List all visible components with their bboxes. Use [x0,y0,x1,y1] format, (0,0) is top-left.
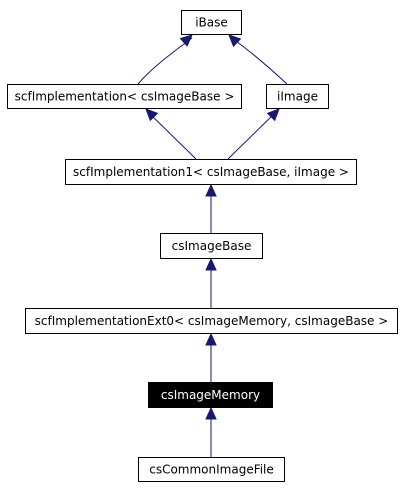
node-scf-implementation-ext0-box [25,308,398,334]
node-csimagememory-label: csImageMemory [161,388,260,402]
node-csimagebase-box [160,233,263,259]
node-iimage[interactable]: iImage [266,84,329,109]
node-scf-implementation1[interactable]: scfImplementation1< csImageBase, iImage … [65,159,357,185]
edges [137,34,288,457]
arrowhead-scfimplext0-to-csimagebase [205,257,217,271]
arrowhead-scfimpl1-to-iimage [266,108,280,122]
node-ibase-box [181,10,242,35]
arrowhead-csimagebase-to-scfimpl1 [205,183,217,197]
node-csimagememory-box [148,382,273,408]
node-scf-implementation1-label: scfImplementation1< csImageBase, iImage … [73,165,349,179]
node-ibase[interactable]: iBase [181,10,242,35]
arrowhead-scfimpl-to-ibase [179,34,193,47]
node-scf-implementation-label: scfImplementation< csImageBase > [15,90,235,104]
node-cscommonimagefile[interactable]: csCommonImageFile [138,457,285,482]
node-iimage-label: iImage [277,90,318,104]
node-iimage-box [266,84,329,109]
arrowhead-csimagememory-to-scfimplext0 [205,332,217,346]
edge-iimage-to-ibase [231,37,288,85]
edge-scfimpl1-to-scfimpl [147,111,197,160]
node-csimagebase-label: csImageBase [172,239,252,253]
edge-scfimpl1-to-iimage [227,111,277,160]
arrowhead-iimage-to-ibase [228,34,242,48]
edge-scfimpl-to-ibase [137,37,193,85]
node-scf-implementation-box [7,84,242,109]
node-ibase-label: iBase [195,16,228,30]
arrowhead-scfimpl1-to-scfimpl [145,108,159,122]
node-cscommonimagefile-box [138,457,285,482]
node-cscommonimagefile-label: csCommonImageFile [149,463,274,477]
node-scf-implementation-ext0[interactable]: scfImplementationExt0< csImageMemory, cs… [25,308,398,334]
arrowhead-cscommonimagefile-to-csimagememory [205,406,217,420]
node-scf-implementation-ext0-label: scfImplementationExt0< csImageMemory, cs… [35,314,389,328]
node-csimagebase[interactable]: csImageBase [160,233,263,259]
node-csimagememory: csImageMemory [148,382,273,408]
node-scf-implementation1-box [65,159,357,185]
node-scf-implementation[interactable]: scfImplementation< csImageBase > [7,84,242,109]
